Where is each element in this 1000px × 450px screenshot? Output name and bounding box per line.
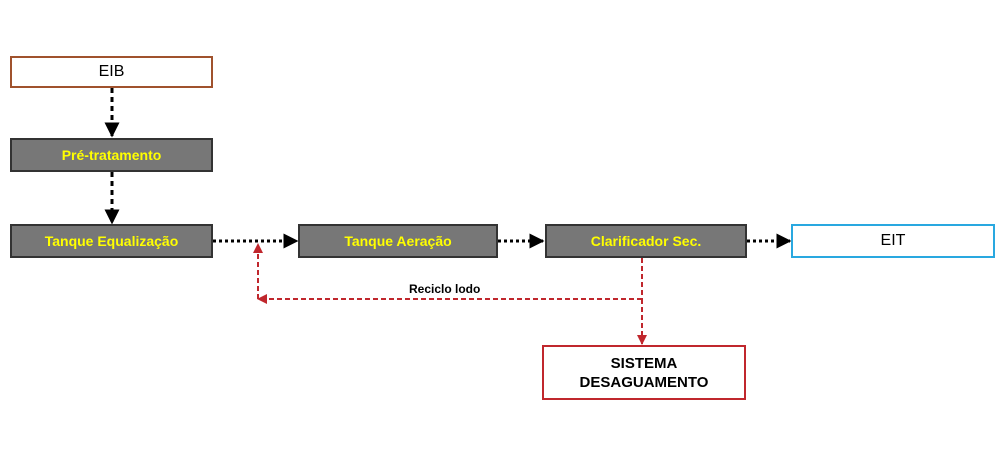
dewatering-label-line2: DESAGUAMENTO [579,373,709,391]
pretreatment-node: Pré-tratamento [10,138,213,172]
eib-node: EIB [10,56,213,88]
eit-label: EIT [880,232,906,249]
eib-label: EIB [98,63,125,80]
secondary-clarifier-node: Clarificador Sec. [545,224,747,258]
eit-node: EIT [791,224,995,258]
pretreatment-label: Pré-tratamento [61,147,162,163]
dewatering-label-line1: SISTEMA [610,354,678,372]
sludge-recycle-label: Reciclo lodo [409,282,481,296]
secondary-clarifier-label: Clarificador Sec. [590,233,702,249]
aeration-tank-node: Tanque Aeração [298,224,498,258]
aeration-tank-label: Tanque Aeração [344,233,452,249]
equalization-tank-node: Tanque Equalização [10,224,213,258]
dewatering-system-node: SISTEMA DESAGUAMENTO [542,345,746,400]
equalization-tank-label: Tanque Equalização [44,233,179,249]
